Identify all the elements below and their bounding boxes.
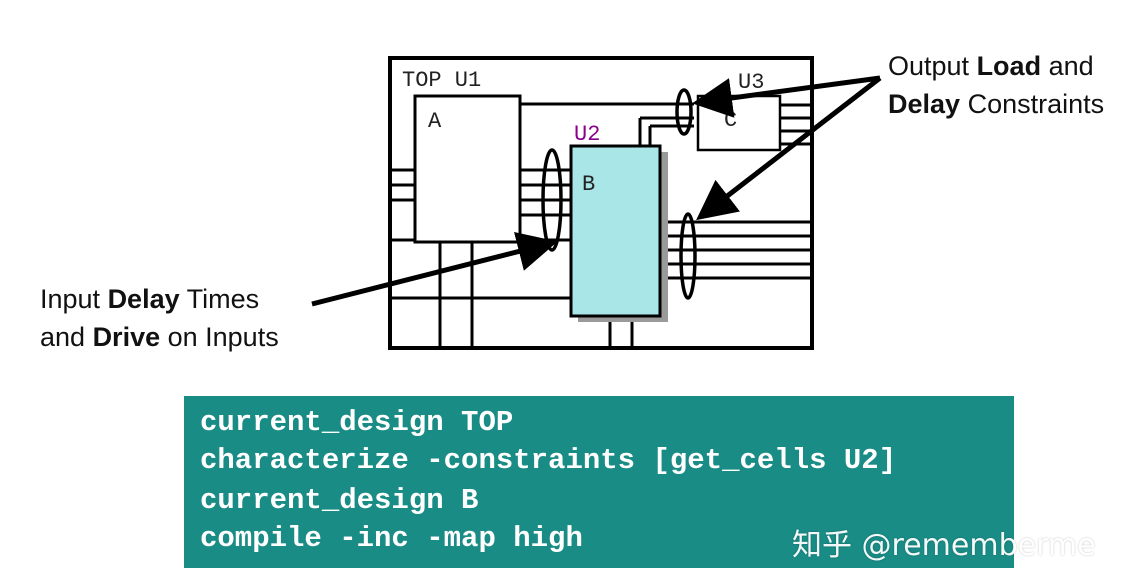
top-label: TOP U1 [402, 68, 481, 93]
constraint-markers [541, 88, 697, 300]
output-annotation: Output Load and Delay Constraints [888, 47, 1104, 123]
code-line: current_design TOP [200, 406, 514, 439]
code-panel: current_design TOP characterize -constra… [184, 396, 1014, 568]
code-line: current_design B [200, 484, 479, 517]
code-line: characterize -constraints [get_cells U2] [200, 444, 897, 477]
block-c-label: C [724, 108, 737, 133]
output-annotation-line1: Output Load and [888, 51, 1094, 81]
block-c [696, 94, 782, 152]
input-annotation: Input Delay Times and Drive on Inputs [40, 280, 279, 356]
annotation-arrows [311, 75, 882, 307]
watermark: 知乎 @rememberme [792, 528, 1096, 563]
output-arrow-c [692, 75, 881, 118]
block-b [569, 144, 662, 318]
block-b-label: B [582, 172, 595, 197]
code-line: compile -inc -map high [200, 522, 583, 555]
output-marker-b [679, 212, 697, 300]
block-a-label: A [428, 109, 442, 134]
input-annotation-line2: and Drive on Inputs [40, 322, 279, 352]
input-arrow [311, 232, 558, 307]
output-annotation-line2: Delay Constraints [888, 89, 1105, 119]
block-c-instance-label: U3 [738, 70, 764, 95]
output-marker-c [675, 88, 693, 136]
block-a [413, 94, 522, 244]
input-annotation-line1: Input Delay Times [40, 284, 260, 314]
block-b-instance-label: U2 [574, 122, 600, 147]
output-arrow-b [696, 76, 882, 221]
